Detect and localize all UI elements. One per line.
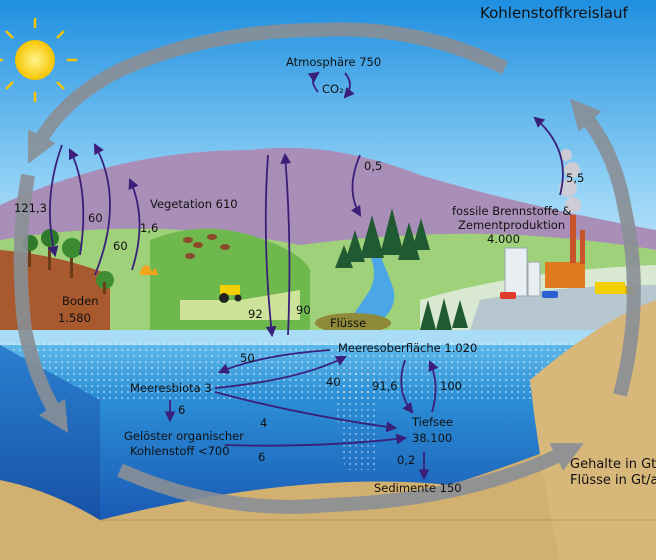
- factory-icon: [545, 215, 585, 288]
- label-rivers: Flüsse: [330, 316, 366, 330]
- building-icon: [504, 247, 541, 297]
- flux-label-50: 50: [240, 351, 255, 365]
- flux-arrow-1-6: [128, 178, 141, 271]
- diagram-title: Kohlenstoffkreislauf: [480, 4, 628, 22]
- flux-label-4: 4: [260, 416, 267, 430]
- label-sediments: Sedimente 150: [374, 481, 462, 495]
- seafloor-sediment: [100, 405, 656, 560]
- flux-arrow-40: [214, 356, 347, 389]
- label-fossil-value: 4.000: [487, 232, 520, 246]
- label-doc-line1: Gelöster organischer: [124, 429, 244, 443]
- flux-arrow-5-5: [533, 116, 564, 196]
- cycle-arrow-bottom: [117, 443, 584, 514]
- flux-arrow-4: [214, 391, 398, 433]
- flux-label-6-a: 6: [178, 403, 185, 417]
- flux-arrows: [47, 71, 564, 481]
- flux-arrow-90: [280, 152, 292, 336]
- flux-label-90: 90: [296, 303, 311, 317]
- legend-fluxes: Flüsse in Gt/a: [570, 473, 656, 488]
- label-soil-value: 1.580: [58, 311, 91, 325]
- co2-arrow-right: [343, 72, 355, 99]
- flux-label-100: 100: [440, 379, 462, 393]
- downwelling-plume: [330, 370, 380, 470]
- conifer-tree-icon: [335, 208, 468, 330]
- label-co2: CO₂: [322, 82, 344, 96]
- cow-icon: [183, 234, 230, 259]
- label-fossil-line1: fossile Brennstoffe &: [452, 204, 571, 218]
- label-fossil-line2: Zementproduktion: [458, 218, 565, 232]
- tractor-icon: [219, 285, 242, 303]
- flux-arrow-50: [218, 349, 331, 374]
- car-icon: [500, 291, 558, 299]
- label-deep-sea-value: 38.100: [412, 431, 452, 445]
- cycle-arrow-left: [13, 173, 69, 434]
- label-atmosphere: Atmosphäre 750: [286, 55, 381, 69]
- flux-label-1-6: 1,6: [140, 221, 158, 235]
- label-vegetation: Vegetation 610: [150, 197, 238, 211]
- label-marine-biota: Meeresbiota 3: [130, 381, 212, 395]
- flux-arrow-100: [428, 360, 439, 413]
- river: [350, 245, 395, 322]
- flux-label-40: 40: [326, 375, 341, 389]
- flux-arrow-121-3: [47, 144, 63, 258]
- flux-label-0-5: 0,5: [364, 159, 382, 173]
- cycle-arrow-top: [28, 22, 509, 164]
- flux-arrow-60-b: [93, 143, 111, 276]
- flux-label-5-5: 5,5: [566, 171, 584, 185]
- rivers-delta: [315, 313, 391, 333]
- smoke-icon: [559, 149, 581, 213]
- flux-label-92: 92: [248, 307, 263, 321]
- flux-label-121-3: 121,3: [14, 201, 47, 215]
- label-ocean-surface: Meeresoberfläche 1.020: [338, 341, 477, 355]
- flux-arrow-92: [264, 154, 277, 338]
- flux-label-91-6: 91,6: [372, 379, 398, 393]
- flux-arrow-6-b: [224, 433, 408, 447]
- cycle-arrow-right: [569, 98, 641, 397]
- flux-label-60-a: 60: [88, 211, 103, 225]
- co2-arrow-left: [307, 71, 320, 93]
- flux-arrow-60-a: [69, 148, 85, 256]
- label-soil: Boden: [62, 294, 99, 308]
- sun-icon: [0, 18, 77, 102]
- fire-icon: [140, 265, 158, 275]
- flux-label-0-2: 0,2: [397, 453, 415, 467]
- front-sediment: [0, 480, 100, 560]
- label-deep-sea: Tiefsee: [411, 415, 453, 429]
- flux-label-60-b: 60: [113, 239, 128, 253]
- legend-contents: Gehalte in Gt: [570, 457, 656, 472]
- flux-arrow-0-5: [350, 154, 362, 217]
- flux-arrow-91-6: [400, 359, 414, 414]
- label-doc-line2: Kohlenstoff <700: [130, 444, 230, 458]
- cycle-arrows: [13, 22, 641, 514]
- flux-label-6-b: 6: [258, 450, 265, 464]
